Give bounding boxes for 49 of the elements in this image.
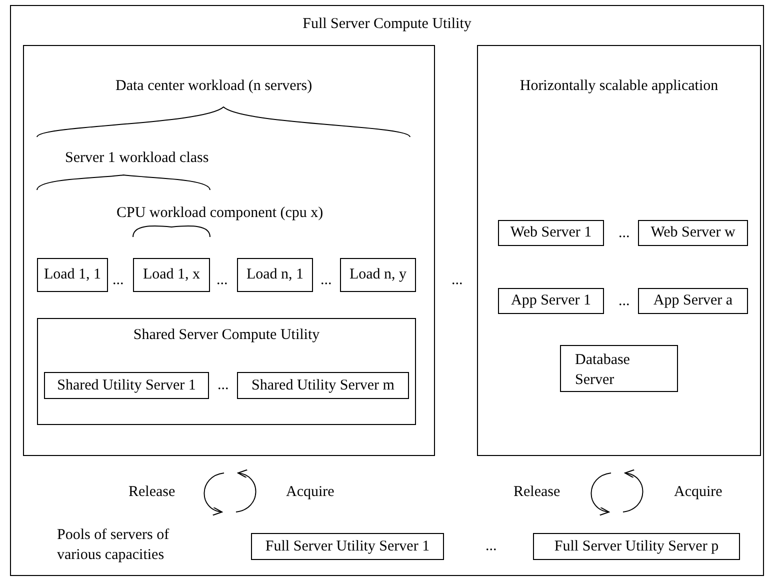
ellipsis-text: ... [486,538,497,555]
server-box [237,258,313,292]
heading-text: CPU workload component (cpu x) [116,205,324,222]
ellipsis-text: ... [618,225,630,242]
server-box [44,372,209,399]
server-label: Load 1, 1 [42,266,102,284]
server-box [638,220,748,246]
action-text: Acquire [674,484,722,501]
server-label: Web Server w [650,224,736,242]
server-box [498,220,604,246]
server-box [133,258,210,292]
action-text: Acquire [286,484,334,501]
ellipsis-text: ... [320,272,332,289]
panel-box [23,45,435,456]
ellipsis-text: ... [452,272,463,289]
server-label: Database Server [575,351,631,390]
server-label: Load n, 1 [245,266,305,284]
server-box [340,258,416,292]
group-title: Full Server Compute Utility [302,16,472,33]
server-box [251,533,444,560]
ellipsis-text: ... [618,293,630,310]
action-text: Release [128,484,176,501]
note-text: Pools of servers of various capacities [57,526,170,565]
server-box [638,288,748,314]
server-label: App Server 1 [510,292,592,310]
heading-text: Data center workload (n servers) [116,78,312,95]
server-box [560,345,678,392]
server-label: Web Server 1 [509,224,593,242]
server-label: Shared Utility Server m [250,377,396,394]
ellipsis-text: ... [216,272,228,289]
group-title: Horizontally scalable application [518,78,720,95]
heading-text: Server 1 workload class [65,150,209,167]
server-box [37,258,108,292]
action-text: Release [514,484,560,501]
server-label: Load n, y [348,266,408,284]
server-label: Shared Utility Server 1 [56,377,197,394]
server-label: Full Server Utility Server 1 [264,538,431,555]
group-box [37,318,416,425]
frame-box [10,5,764,576]
server-label: App Server a [652,292,734,310]
server-label: Load 1, x [142,266,202,284]
server-label: Full Server Utility Server p [553,538,720,555]
group-title: Shared Server Compute Utility [132,327,321,344]
panel-box [477,45,761,456]
server-box [237,372,409,399]
ellipsis-text: ... [218,377,229,394]
server-box [533,533,740,560]
server-box [498,288,604,314]
ellipsis-text: ... [112,272,124,289]
